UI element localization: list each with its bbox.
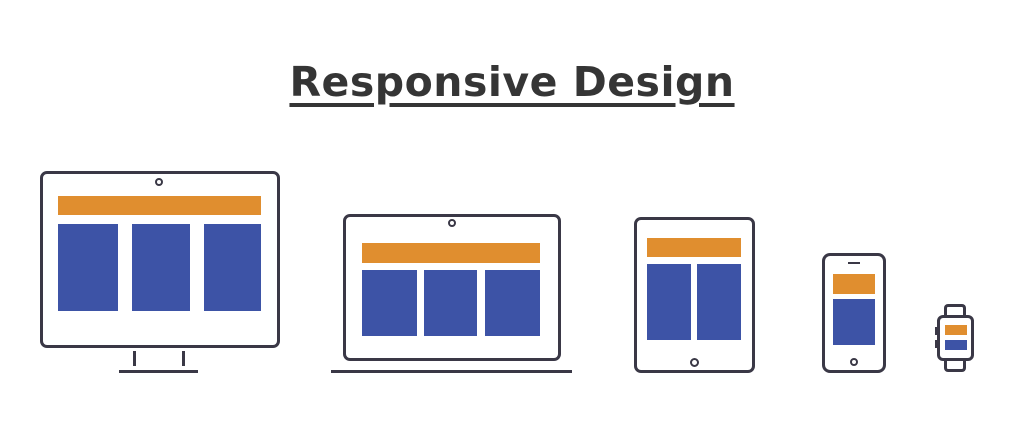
page-title-wrap: Responsive Design bbox=[0, 58, 1024, 106]
watch-crown-bottom bbox=[935, 340, 938, 348]
laptop-column-2 bbox=[424, 270, 477, 336]
tablet-header-block bbox=[647, 238, 741, 257]
tablet-column-2 bbox=[697, 264, 741, 340]
monitor-column-3 bbox=[204, 224, 261, 311]
laptop-header-block bbox=[362, 243, 540, 263]
page-title: Responsive Design bbox=[289, 58, 735, 106]
laptop-camera bbox=[448, 219, 456, 227]
monitor-column-2 bbox=[132, 224, 190, 311]
laptop-column-1 bbox=[362, 270, 417, 336]
monitor-stand-left bbox=[133, 351, 136, 366]
phone-content-block bbox=[833, 299, 875, 345]
watch-content-block bbox=[945, 340, 967, 350]
monitor-base bbox=[119, 370, 198, 373]
phone-speaker bbox=[848, 262, 860, 264]
phone-home-button bbox=[850, 358, 858, 366]
watch-body bbox=[937, 315, 974, 361]
laptop-column-3 bbox=[485, 270, 540, 336]
watch-strap-bottom bbox=[944, 358, 966, 372]
watch-strap-top bbox=[944, 304, 966, 318]
phone-header-block bbox=[833, 274, 875, 294]
tablet-column-1 bbox=[647, 264, 691, 340]
watch-header-block bbox=[945, 325, 967, 335]
tablet-home-button bbox=[690, 358, 699, 367]
watch-crown-top bbox=[935, 327, 938, 335]
monitor-header-block bbox=[58, 196, 261, 215]
monitor-camera bbox=[155, 178, 163, 186]
laptop-base bbox=[331, 370, 572, 373]
monitor-stand-right bbox=[182, 351, 185, 366]
monitor-column-1 bbox=[58, 224, 118, 311]
